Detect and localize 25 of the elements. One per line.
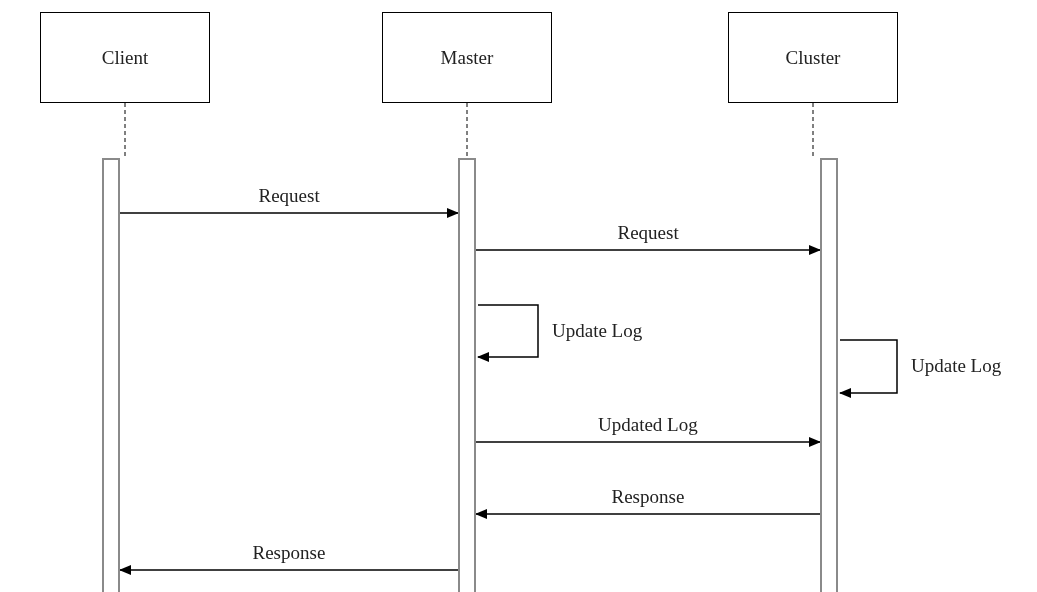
message-label: Update Log	[911, 356, 1002, 377]
self-message-arrow	[477, 304, 539, 362]
participant-box	[40, 12, 210, 103]
message-arrow	[475, 437, 821, 447]
message-arrow	[119, 208, 459, 218]
participant-box	[728, 12, 898, 103]
message-label: Updated Log	[598, 415, 698, 436]
message-label: Request	[258, 186, 320, 207]
self-message-arrow	[839, 339, 898, 398]
message-label: Request	[617, 223, 679, 244]
participant-name: Cluster	[785, 46, 841, 69]
activation-bar	[458, 158, 476, 592]
participant-box	[382, 12, 552, 103]
activation-bar	[102, 158, 120, 592]
message-label: Response	[252, 543, 326, 564]
participant-name: Master	[440, 46, 494, 69]
lifeline	[124, 102, 126, 159]
message-arrow	[119, 565, 459, 575]
activation-bar	[820, 158, 838, 592]
lifeline	[812, 102, 814, 159]
message-label: Response	[611, 487, 685, 508]
message-arrow	[475, 245, 821, 255]
lifeline	[466, 102, 468, 159]
participant-name: Client	[101, 46, 149, 69]
message-arrow	[475, 509, 821, 519]
